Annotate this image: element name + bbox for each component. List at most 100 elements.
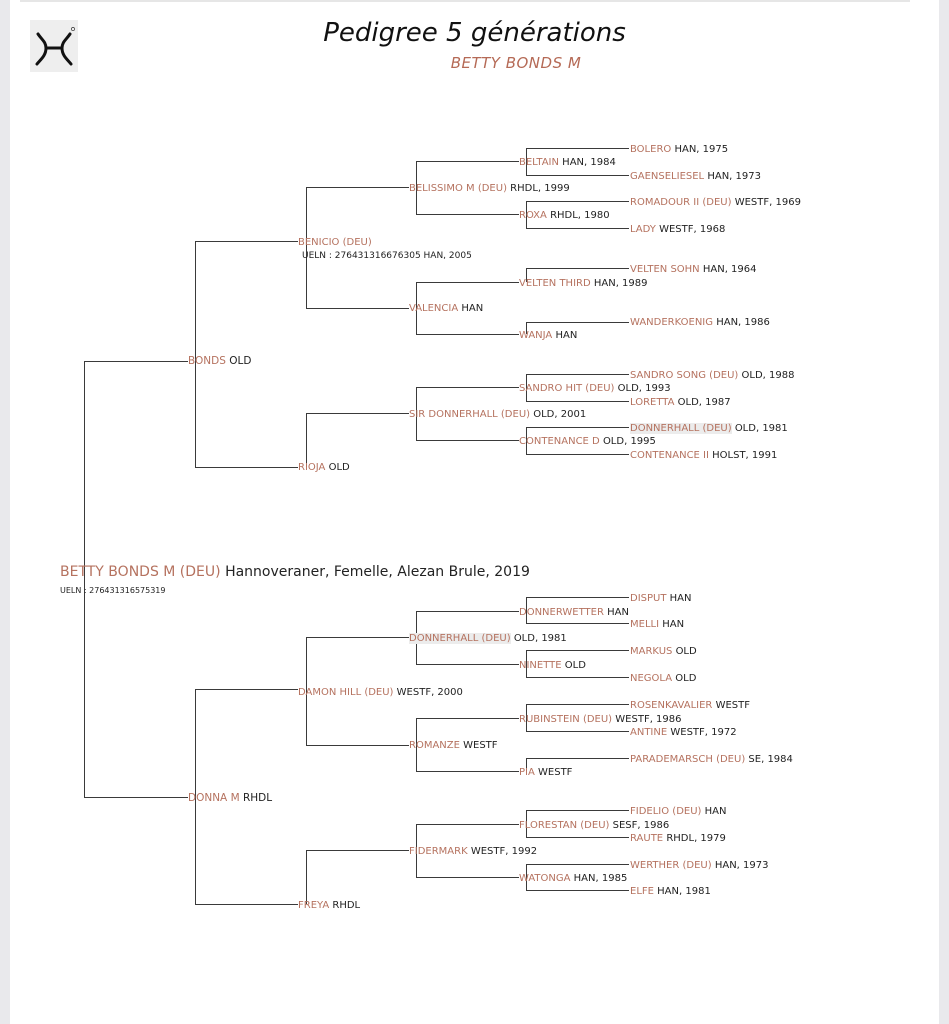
horse-name[interactable]: WERTHER (DEU) — [630, 860, 712, 871]
horse-name[interactable]: BETTY BONDS M (DEU) — [60, 564, 221, 580]
horse-name[interactable]: FIDERMARK — [409, 846, 468, 857]
horse-gen4[interactable]: DONNERWETTER HAN — [519, 606, 629, 619]
horse-sire-dam[interactable]: RIOJA OLD — [298, 461, 350, 474]
horse-dam[interactable]: DONNA M RHDL — [188, 792, 272, 805]
horse-info: HAN — [461, 303, 484, 314]
horse-gen4[interactable]: CONTENANCE D OLD, 1995 — [519, 435, 656, 448]
horse-gen5[interactable]: DISPUT HAN — [630, 592, 692, 605]
horse-name[interactable]: CONTENANCE II — [630, 450, 709, 461]
horse-gen4[interactable]: ROXA RHDL, 1980 — [519, 209, 610, 222]
horse-name[interactable]: PARADEMARSCH (DEU) — [630, 754, 746, 765]
horse-gen5[interactable]: CONTENANCE II HOLST, 1991 — [630, 449, 777, 462]
horse-name[interactable]: LORETTA — [630, 397, 675, 408]
horse-name[interactable]: SIR DONNERHALL (DEU) — [409, 409, 531, 420]
horse-gen5[interactable]: WANDERKOENIG HAN, 1986 — [630, 316, 770, 329]
horse-info: OLD, 1988 — [741, 370, 795, 381]
horse-name[interactable]: WATONGA — [519, 873, 571, 884]
horse-name[interactable]: CONTENANCE D — [519, 436, 600, 447]
horse-gen5[interactable]: SANDRO SONG (DEU) OLD, 1988 — [630, 369, 794, 382]
horse-gen5[interactable]: ANTINE WESTF, 1972 — [630, 726, 737, 739]
horse-name[interactable]: DONNERHALL (DEU) — [409, 633, 511, 644]
horse-gen4[interactable]: WATONGA HAN, 1985 — [519, 872, 627, 885]
horse-sire[interactable]: BONDS OLD — [188, 355, 251, 368]
horse-gen5[interactable]: RAUTE RHDL, 1979 — [630, 832, 726, 845]
horse-gen5[interactable]: WERTHER (DEU) HAN, 1973 — [630, 859, 768, 872]
horse-name[interactable]: FIDELIO (DEU) — [630, 806, 702, 817]
horse-name[interactable]: SANDRO HIT (DEU) — [519, 383, 615, 394]
horse-sd-sire[interactable]: SIR DONNERHALL (DEU) OLD, 2001 — [409, 408, 586, 421]
horse-name[interactable]: RIOJA — [298, 462, 326, 473]
horse-gen4[interactable]: BELTAIN HAN, 1984 — [519, 156, 616, 169]
horse-gen4[interactable]: WANJA HAN — [519, 329, 577, 342]
horse-info: OLD, 1981 — [513, 633, 567, 644]
horse-name[interactable]: ROXA — [519, 210, 547, 221]
bracket-line — [416, 282, 417, 334]
horse-name[interactable]: DONNERHALL (DEU) — [630, 423, 732, 434]
horse-name[interactable]: RUBINSTEIN (DEU) — [519, 714, 613, 725]
horse-gen5[interactable]: VELTEN SOHN HAN, 1964 — [630, 263, 757, 276]
horse-gen4[interactable]: FLORESTAN (DEU) SESF, 1986 — [519, 819, 669, 832]
horse-gen4[interactable]: SANDRO HIT (DEU) OLD, 1993 — [519, 382, 671, 395]
horse-gen5[interactable]: FIDELIO (DEU) HAN — [630, 805, 726, 818]
horse-gen5[interactable]: ROMADOUR II (DEU) WESTF, 1969 — [630, 196, 801, 209]
horse-name[interactable]: VALENCIA — [409, 303, 459, 314]
horse-name[interactable]: ROMADOUR II (DEU) — [630, 197, 732, 208]
horse-name[interactable]: BELTAIN — [519, 157, 559, 168]
bracket-line — [195, 904, 298, 905]
horse-ds-sire[interactable]: DONNERHALL (DEU) OLD, 1981 — [409, 632, 567, 645]
horse-gen4[interactable]: NINETTE OLD — [519, 659, 586, 672]
horse-sire-sire[interactable]: BENICIO (DEU) — [298, 236, 372, 249]
horse-gen5[interactable]: MARKUS OLD — [630, 645, 697, 658]
horse-dd-sire[interactable]: FIDERMARK WESTF, 1992 — [409, 845, 537, 858]
horse-name[interactable]: DISPUT — [630, 593, 667, 604]
horse-name[interactable]: SANDRO SONG (DEU) — [630, 370, 739, 381]
horse-gen5[interactable]: ELFE HAN, 1981 — [630, 885, 711, 898]
horse-name[interactable]: LADY — [630, 224, 656, 235]
page-subtitle: BETTY BONDS M — [450, 54, 582, 72]
horse-name[interactable]: DONNERWETTER — [519, 607, 604, 618]
horse-name[interactable]: RAUTE — [630, 833, 664, 844]
horse-gen5[interactable]: PARADEMARSCH (DEU) SE, 1984 — [630, 753, 793, 766]
horse-name[interactable]: ELFE — [630, 886, 654, 897]
horse-ss-sire[interactable]: BELISSIMO M (DEU) RHDL, 1999 — [409, 182, 570, 195]
horse-name[interactable]: ANTINE — [630, 727, 668, 738]
horse-name[interactable]: DAMON HILL (DEU) — [298, 687, 394, 698]
horse-ss-dam[interactable]: VALENCIA HAN — [409, 302, 483, 315]
horse-gen5[interactable]: MELLI HAN — [630, 618, 684, 631]
bracket-line — [526, 374, 629, 375]
horse-gen4[interactable]: PIA WESTF — [519, 766, 572, 779]
horse-name[interactable]: WANJA — [519, 330, 553, 341]
horse-name[interactable]: FREYA — [298, 900, 330, 911]
horse-gen4[interactable]: RUBINSTEIN (DEU) WESTF, 1986 — [519, 713, 682, 726]
horse-dam-dam[interactable]: FREYA RHDL — [298, 899, 360, 912]
horse-name[interactable]: BOLERO — [630, 144, 672, 155]
horse-name[interactable]: NINETTE — [519, 660, 562, 671]
horse-dam-sire[interactable]: DAMON HILL (DEU) WESTF, 2000 — [298, 686, 463, 699]
horse-gen5[interactable]: DONNERHALL (DEU) OLD, 1981 — [630, 422, 788, 435]
horse-name[interactable]: WANDERKOENIG — [630, 317, 714, 328]
horse-root[interactable]: BETTY BONDS M (DEU) Hannoveraner, Femell… — [60, 563, 530, 581]
horse-info: HAN, 1986 — [716, 317, 770, 328]
horse-name[interactable]: VELTEN SOHN — [630, 264, 700, 275]
horse-name[interactable]: BELISSIMO M (DEU) — [409, 183, 507, 194]
horse-name[interactable]: BENICIO (DEU) — [298, 237, 372, 248]
horse-name[interactable]: GAENSELIESEL — [630, 171, 705, 182]
horse-name[interactable]: DONNA M — [188, 792, 240, 804]
horse-name[interactable]: ROSENKAVALIER — [630, 700, 713, 711]
horse-gen5[interactable]: BOLERO HAN, 1975 — [630, 143, 728, 156]
horse-gen5[interactable]: GAENSELIESEL HAN, 1973 — [630, 170, 761, 183]
horse-name[interactable]: NEGOLA — [630, 673, 673, 684]
horse-gen5[interactable]: LADY WESTF, 1968 — [630, 223, 725, 236]
horse-name[interactable]: VELTEN THIRD — [519, 278, 591, 289]
horse-ds-dam[interactable]: ROMANZE WESTF — [409, 739, 498, 752]
horse-name[interactable]: MARKUS — [630, 646, 673, 657]
horse-name[interactable]: ROMANZE — [409, 740, 460, 751]
horse-name[interactable]: BONDS — [188, 355, 226, 367]
horse-gen4[interactable]: VELTEN THIRD HAN, 1989 — [519, 277, 648, 290]
horse-name[interactable]: FLORESTAN (DEU) — [519, 820, 610, 831]
horse-name[interactable]: MELLI — [630, 619, 660, 630]
horse-gen5[interactable]: LORETTA OLD, 1987 — [630, 396, 731, 409]
horse-gen5[interactable]: ROSENKAVALIER WESTF — [630, 699, 750, 712]
horse-gen5[interactable]: NEGOLA OLD — [630, 672, 696, 685]
horse-name[interactable]: PIA — [519, 767, 535, 778]
